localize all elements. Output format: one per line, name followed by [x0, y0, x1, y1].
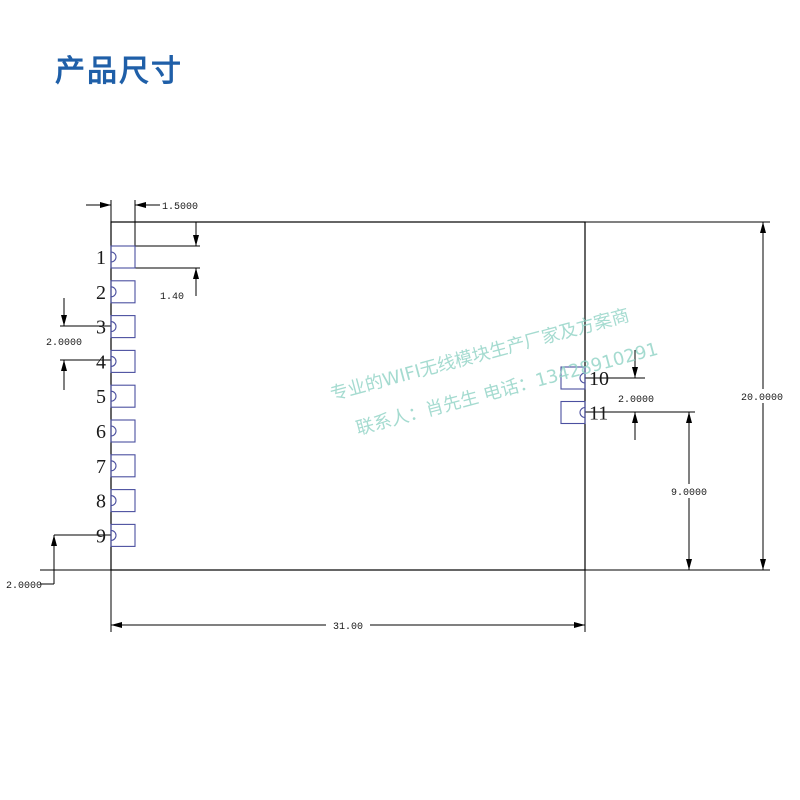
- pad-rect: [560, 400, 586, 425]
- pad-notch: [110, 460, 117, 472]
- pad-notch: [110, 321, 117, 333]
- pad-offset-label: 1.40: [160, 292, 184, 303]
- arrow-head: [193, 235, 199, 246]
- pin-pad: 6: [96, 419, 136, 443]
- width-label: 31.00: [333, 622, 363, 633]
- pin-number: 7: [96, 456, 106, 478]
- arrow-head: [100, 202, 111, 208]
- pad-notch: [579, 372, 586, 384]
- pin-pad: 3: [96, 315, 136, 339]
- pin-pad: 9: [96, 523, 136, 547]
- pad-notch: [110, 355, 117, 367]
- left-pitch-label: 2.0000: [46, 338, 82, 349]
- pad-rect: [560, 366, 586, 390]
- arrow-head: [686, 412, 692, 423]
- arrow-head: [51, 535, 57, 546]
- pad-rect: [110, 384, 136, 408]
- arrow-head: [632, 412, 638, 423]
- pad-notch: [110, 390, 117, 402]
- pin-number: 8: [96, 491, 106, 513]
- pad-notch: [110, 495, 117, 507]
- right-pitch-label: 2.0000: [618, 395, 654, 406]
- arrow-head: [760, 559, 766, 570]
- right-pad-column: 10 11: [560, 366, 609, 425]
- watermark: 专业的WIFI无线模块生产厂家及方案商 联系人：肖先生 电话：134289102…: [328, 305, 660, 440]
- pin-number: 11: [589, 403, 608, 425]
- arrow-head: [760, 222, 766, 233]
- pin-pad: 5: [96, 384, 136, 408]
- arrow-head: [632, 367, 638, 378]
- pad-rect: [110, 245, 136, 269]
- pin-pad: 1: [96, 245, 136, 269]
- arrow-head: [686, 559, 692, 570]
- pad-width-label: 1.5000: [162, 202, 198, 213]
- pin-pad: 8: [96, 489, 136, 513]
- right-offset-label: 9.0000: [671, 488, 707, 499]
- pin-pad: 4: [96, 349, 136, 373]
- pin-pad: 7: [96, 454, 136, 478]
- arrow-head: [111, 622, 122, 628]
- pin-pad: 11: [560, 400, 608, 425]
- pad-notch: [110, 286, 117, 298]
- pad-rect: [110, 523, 136, 547]
- pin-pad: 2: [96, 280, 136, 304]
- arrow-head: [574, 622, 585, 628]
- height-label: 20.0000: [741, 393, 783, 404]
- pin-number: 5: [96, 386, 106, 408]
- arrow-head: [61, 360, 67, 371]
- pad-notch: [110, 425, 117, 437]
- pin-number: 2: [96, 282, 106, 304]
- pad-rect: [110, 349, 136, 373]
- pad-rect: [110, 454, 136, 478]
- arrow-head: [193, 268, 199, 279]
- pad-notch: [110, 251, 117, 263]
- pad-rect: [110, 419, 136, 443]
- left-pad-column: 1 2 3 4 5 6 7 8 9: [96, 245, 136, 547]
- pin-number: 1: [96, 247, 106, 269]
- bottom-offset-label: 2.0000: [6, 581, 42, 592]
- pin-number: 6: [96, 421, 106, 443]
- pin-number: 9: [96, 525, 106, 547]
- arrow-head: [135, 202, 146, 208]
- pad-rect: [110, 489, 136, 513]
- arrow-head: [61, 315, 67, 326]
- pad-rect: [110, 315, 136, 339]
- pad-notch: [110, 529, 117, 541]
- pin-number: 4: [96, 351, 106, 373]
- pin-pad: 10: [560, 366, 609, 390]
- page-title: 产品尺寸: [55, 54, 183, 89]
- pad-rect: [110, 280, 136, 304]
- pin-number: 3: [96, 317, 106, 339]
- pin-number: 10: [589, 368, 609, 390]
- pad-notch: [579, 406, 586, 419]
